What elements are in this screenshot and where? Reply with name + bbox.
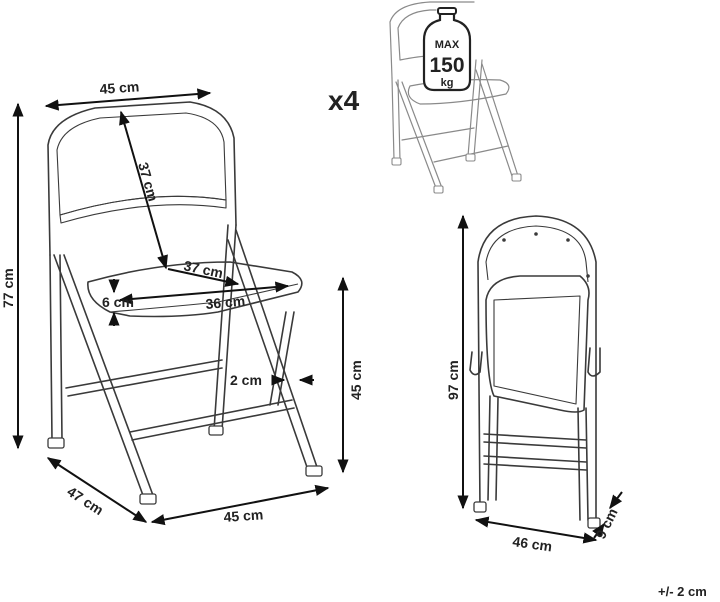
weight-shape [422,10,472,92]
foot-front-left [139,493,157,505]
max-load-value: 150 [429,54,464,77]
front-left-leg [53,254,155,499]
rear-right-leg [213,224,237,431]
folded-depth-top [609,491,623,510]
max-load-unit: kg [441,77,454,89]
weight-handle [437,7,457,15]
rivet-2 [534,232,538,236]
label-folded-height: 97 cm [445,360,461,400]
label-tube-width: 2 cm [230,372,262,388]
small-front-right-leg [475,63,519,177]
small-backrest [389,1,475,79]
base-width-line [150,484,330,526]
small-foot-3 [465,153,476,162]
label-total-height: 77 cm [0,268,16,308]
set-quantity: x4 [328,85,360,116]
folded-chair-labels: 97 cm 46 cm 9 cm [445,360,621,554]
tolerance-note: +/- 2 cm [658,584,707,599]
label-base-depth: 47 cm [64,483,106,518]
folded-seat [485,275,590,413]
weight-icon: MAX 150 kg [422,7,472,92]
folded-seat-panel [493,295,581,405]
front-crossbar [129,399,295,441]
rivet-1 [502,238,506,242]
label-backrest-height: 37 cm [135,160,161,203]
label-seat-thickness: 6 cm [102,294,134,310]
folded-left-inner-leg [487,395,499,501]
main-chair-labels: 45 cm 37 cm 37 cm 36 cm 6 cm 2 cm 45 cm … [0,78,364,525]
seat-support [269,311,295,406]
folded-chair-dimensions [457,214,623,544]
small-crossbars [401,127,509,163]
folded-crossbar-2 [483,455,587,471]
rear-left-leg [49,254,63,441]
folded-chair-drawing [469,215,601,529]
small-chair-drawing [389,1,522,194]
folded-width-line [474,516,598,544]
main-chair-drawing [47,101,323,505]
folded-crossbar-1 [483,433,587,449]
folded-frame-outer [477,215,597,521]
folded-depth-bottom [592,522,605,539]
seat-width-line [118,281,290,305]
label-folded-width: 46 cm [512,533,554,554]
small-rear-right-leg [467,59,483,157]
label-base-width: 45 cm [223,506,264,525]
label-seat-height: 45 cm [348,360,364,400]
small-foot-4 [511,173,522,182]
folded-right-inner-leg [577,407,589,521]
backrest-panel-edge [59,195,227,224]
foot-front-right [305,465,323,477]
folded-frame-inner [485,225,589,283]
top-width-line [44,88,212,111]
folded-hinge-left [469,351,483,376]
max-load-label: MAX [435,39,460,51]
seat-cushion [87,261,303,318]
main-chair-dimensions [12,88,349,526]
rear-crossbar [65,359,223,397]
folded-hinge-right [587,347,601,377]
small-front-left-leg [395,81,443,189]
rivet-4 [586,274,590,278]
base-depth-line [46,457,148,523]
label-seat-width: 36 cm [205,293,246,312]
small-foot-2 [433,185,444,194]
backrest-height-line [119,110,168,270]
label-top-width: 45 cm [99,78,140,97]
small-rear-left-leg [391,77,401,161]
foot-rear-left [47,437,65,449]
small-foot-1 [391,157,402,166]
foot-rear-right [208,425,224,436]
front-right-leg [227,229,319,471]
folded-foot-left [473,501,487,513]
rivet-3 [566,238,570,242]
